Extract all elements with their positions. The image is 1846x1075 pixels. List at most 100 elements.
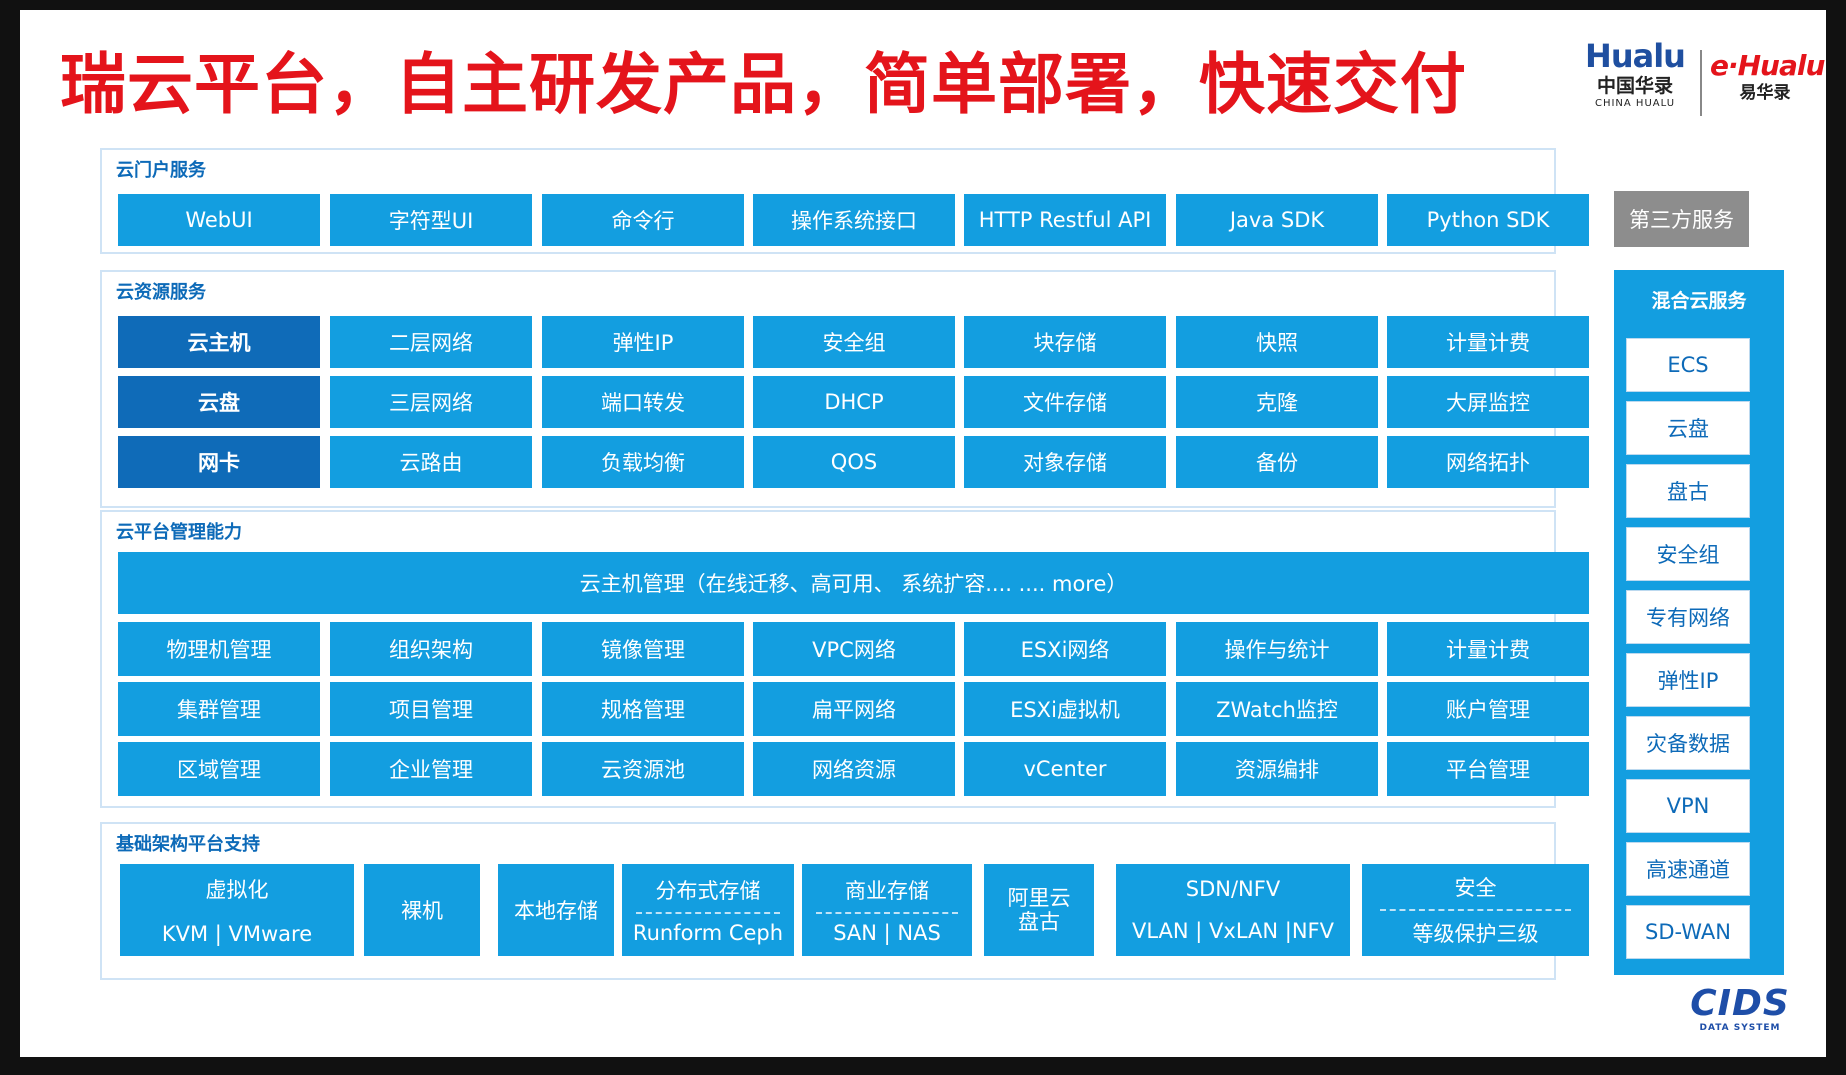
resource-item: 端口转发 — [542, 376, 744, 428]
distributed-storage-divider — [635, 912, 781, 914]
cids-logo-sub: DATA SYSTEM — [1699, 1023, 1781, 1033]
virtualization-detail: KVM | VMware — [161, 922, 313, 946]
sdn-nfv-detail: VLAN | VxLAN |NFV — [1131, 919, 1334, 943]
resource-item: 网络拓扑 — [1387, 436, 1589, 488]
hualu-logo-en: CHINA HUALU — [1594, 98, 1676, 109]
distributed-storage-title: 分布式存储 — [655, 879, 761, 903]
portal-item: 字符型UI — [330, 194, 532, 246]
resource-item: 大屏监控 — [1387, 376, 1589, 428]
third-party-service: 第三方服务 — [1614, 191, 1749, 247]
resources-section: 云资源服务 云主机 二层网络 弹性IP 安全组 块存储 快照 计量计费 云盘 三… — [100, 270, 1589, 508]
resource-item: 备份 — [1176, 436, 1378, 488]
hybrid-item: 高速通道 — [1626, 842, 1750, 896]
hybrid-item: 弹性IP — [1626, 653, 1750, 707]
sdn-nfv-title: SDN/NFV — [1185, 877, 1281, 901]
resource-item: 三层网络 — [330, 376, 532, 428]
infra-section-label: 基础架构平台支持 — [116, 834, 260, 855]
hybrid-item: ECS — [1626, 338, 1750, 392]
management-item: 组织架构 — [330, 622, 532, 676]
management-item: 云资源池 — [542, 742, 744, 796]
security-box: 安全 等级保护三级 — [1362, 864, 1589, 956]
virtualization-title: 虚拟化 — [205, 878, 269, 902]
hybrid-cloud-title: 混合云服务 — [1651, 290, 1747, 312]
management-item: ESXi虚拟机 — [964, 682, 1166, 736]
management-item: 规格管理 — [542, 682, 744, 736]
management-item: 平台管理 — [1387, 742, 1589, 796]
management-item: 企业管理 — [330, 742, 532, 796]
management-section-label: 云平台管理能力 — [116, 522, 242, 543]
resource-item: QOS — [753, 436, 955, 488]
portal-section-label: 云门户服务 — [116, 160, 206, 181]
cids-logo-name: CIDS — [1690, 983, 1790, 1024]
management-item: 计量计费 — [1387, 622, 1589, 676]
resource-item: 负载均衡 — [542, 436, 744, 488]
management-item: 网络资源 — [753, 742, 955, 796]
portal-item: Java SDK — [1176, 194, 1378, 246]
hybrid-item: SD-WAN — [1626, 905, 1750, 959]
hybrid-item: 灾备数据 — [1626, 716, 1750, 770]
management-item: ZWatch监控 — [1176, 682, 1378, 736]
commercial-storage-title: 商业存储 — [845, 879, 929, 903]
commercial-storage-detail: SAN | NAS — [833, 921, 941, 945]
distributed-storage-detail: Runform Ceph — [632, 921, 784, 945]
portal-item: 操作系统接口 — [753, 194, 955, 246]
infra-section: 基础架构平台支持 虚拟化 KVM | VMware 裸机 本地存储 分布式存储 … — [100, 822, 1589, 980]
management-item: VPC网络 — [753, 622, 955, 676]
management-item: ESXi网络 — [964, 622, 1166, 676]
aliyun-line-1: 阿里云 — [1007, 886, 1071, 910]
hualu-logo-cn: 中国华录 — [1596, 75, 1673, 97]
aliyun-line-2: 盘古 — [1018, 910, 1060, 934]
portal-item: HTTP Restful API — [964, 194, 1166, 246]
resource-item: 云路由 — [330, 436, 532, 488]
resource-item: 二层网络 — [330, 316, 532, 368]
virtualization-box: 虚拟化 KVM | VMware — [120, 864, 354, 956]
resource-item: 克隆 — [1176, 376, 1378, 428]
logo-divider — [1700, 50, 1702, 116]
management-item: 操作与统计 — [1176, 622, 1378, 676]
hybrid-item: 云盘 — [1626, 401, 1750, 455]
portal-item: Python SDK — [1387, 194, 1589, 246]
resource-item: 云盘 — [118, 376, 320, 428]
cids-logo: CIDS DATA SYSTEM — [1680, 985, 1800, 1035]
ehualu-logo-cn: 易华录 — [1739, 83, 1791, 103]
distributed-storage-box: 分布式存储 Runform Ceph — [622, 864, 794, 956]
resource-item: 安全组 — [753, 316, 955, 368]
resource-item: DHCP — [753, 376, 955, 428]
management-item: 项目管理 — [330, 682, 532, 736]
resource-item: 弹性IP — [542, 316, 744, 368]
security-title: 安全 — [1454, 876, 1497, 900]
sdn-nfv-box: SDN/NFV VLAN | VxLAN |NFV — [1116, 864, 1350, 956]
baremetal-box: 裸机 — [364, 864, 480, 956]
resources-section-label: 云资源服务 — [116, 282, 206, 303]
aliyun-pangu-box: 阿里云 盘古 — [984, 864, 1094, 956]
resource-item: 网卡 — [118, 436, 320, 488]
ehualu-logo-name: e·Hualu — [1710, 49, 1825, 82]
management-item: 镜像管理 — [542, 622, 744, 676]
slide: 瑞云平台，自主研发产品，简单部署，快速交付 Hualu 中国华录 CHINA H… — [20, 10, 1826, 1057]
hybrid-item: VPN — [1626, 779, 1750, 833]
portal-item: 命令行 — [542, 194, 744, 246]
resource-item: 对象存储 — [964, 436, 1166, 488]
security-detail: 等级保护三级 — [1412, 922, 1539, 946]
local-storage-box: 本地存储 — [498, 864, 614, 956]
resource-item: 块存储 — [964, 316, 1166, 368]
portal-item: WebUI — [118, 194, 320, 246]
hybrid-item: 专有网络 — [1626, 590, 1750, 644]
management-item: 集群管理 — [118, 682, 320, 736]
management-item: 物理机管理 — [118, 622, 320, 676]
resource-item: 文件存储 — [964, 376, 1166, 428]
resource-item: 云主机 — [118, 316, 320, 368]
hybrid-item: 安全组 — [1626, 527, 1750, 581]
hybrid-cloud-panel: 混合云服务 ECS 云盘 盘古 安全组 专有网络 弹性IP 灾备数据 VPN 高… — [1614, 270, 1784, 975]
management-section: 云平台管理能力 云主机管理（在线迁移、高可用、 系统扩容.... .... mo… — [100, 510, 1589, 808]
page-title: 瑞云平台，自主研发产品，简单部署，快速交付 — [60, 46, 1467, 123]
resource-item: 快照 — [1176, 316, 1378, 368]
hualu-logo: Hualu 中国华录 CHINA HUALU — [1575, 38, 1695, 128]
portal-section: 云门户服务 WebUI 字符型UI 命令行 操作系统接口 HTTP Restfu… — [100, 148, 1589, 254]
management-item: 账户管理 — [1387, 682, 1589, 736]
management-item: 扁平网络 — [753, 682, 955, 736]
management-item: 资源编排 — [1176, 742, 1378, 796]
hualu-logo-name: Hualu — [1585, 37, 1686, 75]
ehualu-logo: e·Hualu 易华录 — [1710, 49, 1825, 120]
management-item: vCenter — [964, 742, 1166, 796]
